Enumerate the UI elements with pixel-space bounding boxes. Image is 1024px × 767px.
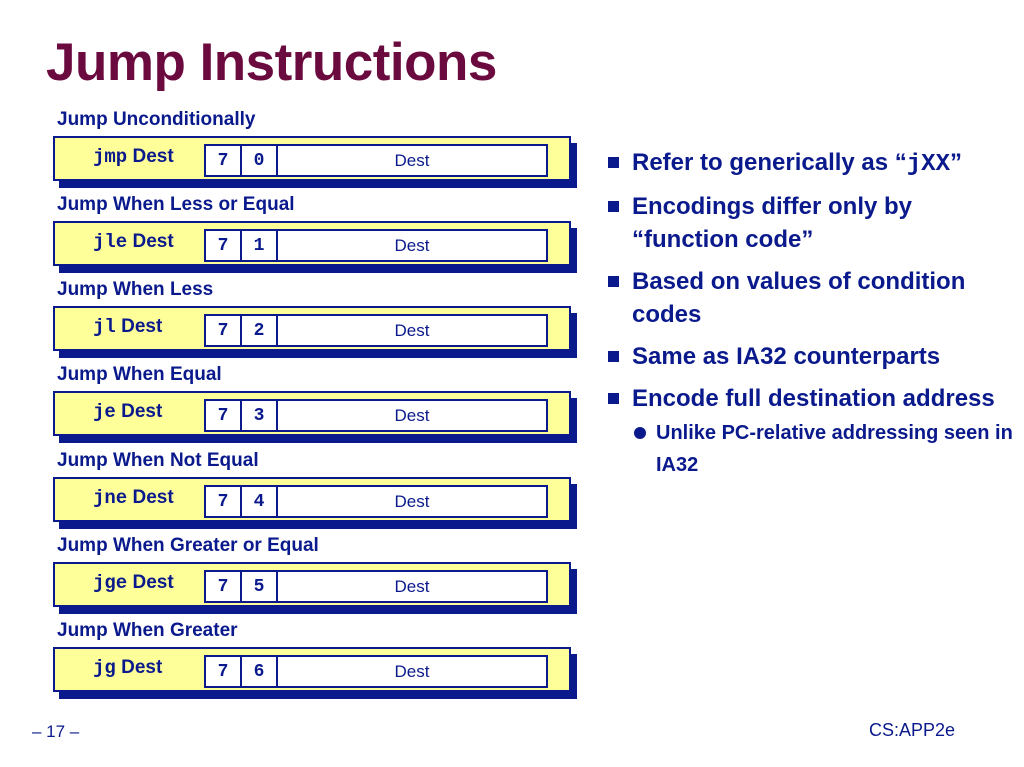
fn-cell: 1 xyxy=(242,231,278,260)
instruction-mnemonic: jmp Dest xyxy=(93,146,174,168)
bullet-text: Encode full destination address xyxy=(632,385,995,412)
dest-field: Dest xyxy=(394,150,430,170)
square-bullet-icon xyxy=(608,201,619,212)
bullet-text: Based on values of condition codes xyxy=(632,268,966,328)
fn-cell: 2 xyxy=(242,316,278,345)
bullet-text-suffix: ” xyxy=(950,149,962,176)
row-box: jge Dest 7 5 Dest xyxy=(53,562,571,607)
bullet-text: Same as IA32 counterparts xyxy=(632,343,941,370)
encoding: 7 1 Dest xyxy=(204,229,548,262)
fn-cell: 3 xyxy=(242,401,278,430)
operand: Dest xyxy=(132,146,174,167)
section-label: Jump When Not Equal xyxy=(57,450,259,471)
row-box: jne Dest 7 4 Dest xyxy=(53,477,571,522)
icode-cell: 7 xyxy=(206,487,242,516)
operand: Dest xyxy=(132,572,174,593)
operand: Dest xyxy=(121,401,163,422)
opcode: jge xyxy=(93,572,128,594)
opcode: je xyxy=(93,401,116,423)
section-label: Jump When Greater xyxy=(57,620,238,641)
opcode: jg xyxy=(93,657,116,679)
bullet-text: Refer to generically as “ xyxy=(632,149,907,176)
instruction-row-jg: jg Dest 7 6 Dest xyxy=(53,647,580,702)
sub-bullet-list: Unlike PC-relative addressing seen in IA… xyxy=(632,417,1018,481)
row-box: jl Dest 7 2 Dest xyxy=(53,306,571,351)
opcode: jl xyxy=(93,316,116,338)
dest-field: Dest xyxy=(394,235,430,255)
instruction-row-jl: jl Dest 7 2 Dest xyxy=(53,306,580,361)
bullet-item: Encode full destination address Unlike P… xyxy=(606,382,1018,481)
sub-bullet-text: Unlike PC-relative addressing seen in IA… xyxy=(656,422,1013,476)
dest-field: Dest xyxy=(394,405,430,425)
instruction-mnemonic: jl Dest xyxy=(93,316,162,338)
encoding: 7 2 Dest xyxy=(204,314,548,347)
instruction-row-jge: jge Dest 7 5 Dest xyxy=(53,562,580,617)
dest-field: Dest xyxy=(394,320,430,340)
bullet-item: Encodings differ only by “function code” xyxy=(606,190,1018,256)
square-bullet-icon xyxy=(608,157,619,168)
opcode: jle xyxy=(93,231,128,253)
row-box: je Dest 7 3 Dest xyxy=(53,391,571,436)
round-bullet-icon xyxy=(634,427,646,439)
row-box: jg Dest 7 6 Dest xyxy=(53,647,571,692)
instruction-row-jle: jle Dest 7 1 Dest xyxy=(53,221,580,276)
row-box: jmp Dest 7 0 Dest xyxy=(53,136,571,181)
generic-mnemonic: jXX xyxy=(906,151,950,178)
icode-cell: 7 xyxy=(206,146,242,175)
operand: Dest xyxy=(132,231,174,252)
instruction-mnemonic: jg Dest xyxy=(93,657,162,679)
encoding: 7 5 Dest xyxy=(204,570,548,603)
square-bullet-icon xyxy=(608,351,619,362)
encoding: 7 4 Dest xyxy=(204,485,548,518)
square-bullet-icon xyxy=(608,276,619,287)
row-box: jle Dest 7 1 Dest xyxy=(53,221,571,266)
course-label: CS:APP2e xyxy=(869,720,956,740)
opcode: jmp xyxy=(93,146,128,168)
section-label: Jump When Less xyxy=(57,279,214,300)
encoding: 7 3 Dest xyxy=(204,399,548,432)
dest-field: Dest xyxy=(394,661,430,681)
icode-cell: 7 xyxy=(206,572,242,601)
fn-cell: 6 xyxy=(242,657,278,686)
page-number: – 17 – xyxy=(32,722,80,741)
icode-cell: 7 xyxy=(206,316,242,345)
icode-cell: 7 xyxy=(206,231,242,260)
bullet-item: Based on values of condition codes xyxy=(606,265,1018,331)
operand: Dest xyxy=(121,316,163,337)
icode-cell: 7 xyxy=(206,657,242,686)
instruction-mnemonic: jge Dest xyxy=(93,572,174,594)
instruction-mnemonic: jne Dest xyxy=(93,487,174,509)
instruction-row-jne: jne Dest 7 4 Dest xyxy=(53,477,580,532)
dest-field: Dest xyxy=(394,491,430,511)
opcode: jne xyxy=(93,487,128,509)
instruction-mnemonic: je Dest xyxy=(93,401,162,423)
bullet-list: Refer to generically as “jXX” Encodings … xyxy=(606,146,1018,490)
encoding: 7 6 Dest xyxy=(204,655,548,688)
fn-cell: 4 xyxy=(242,487,278,516)
instruction-row-jmp: jmp Dest 7 0 Dest xyxy=(53,136,580,191)
bullet-item: Refer to generically as “jXX” xyxy=(606,146,1018,181)
page-title: Jump Instructions xyxy=(46,33,497,92)
bullet-item: Same as IA32 counterparts xyxy=(606,340,1018,373)
dest-field: Dest xyxy=(394,576,430,596)
square-bullet-icon xyxy=(608,393,619,404)
instruction-mnemonic: jle Dest xyxy=(93,231,174,253)
fn-cell: 0 xyxy=(242,146,278,175)
icode-cell: 7 xyxy=(206,401,242,430)
section-label: Jump When Less or Equal xyxy=(57,194,295,215)
section-label: Jump When Greater or Equal xyxy=(57,535,319,556)
encoding: 7 0 Dest xyxy=(204,144,548,177)
operand: Dest xyxy=(121,657,163,678)
fn-cell: 5 xyxy=(242,572,278,601)
section-label: Jump Unconditionally xyxy=(57,109,256,130)
section-label: Jump When Equal xyxy=(57,364,222,385)
bullet-text: Encodings differ only by “function code” xyxy=(632,193,913,253)
instruction-row-je: je Dest 7 3 Dest xyxy=(53,391,580,446)
operand: Dest xyxy=(132,487,174,508)
sub-bullet-item: Unlike PC-relative addressing seen in IA… xyxy=(632,417,1018,481)
